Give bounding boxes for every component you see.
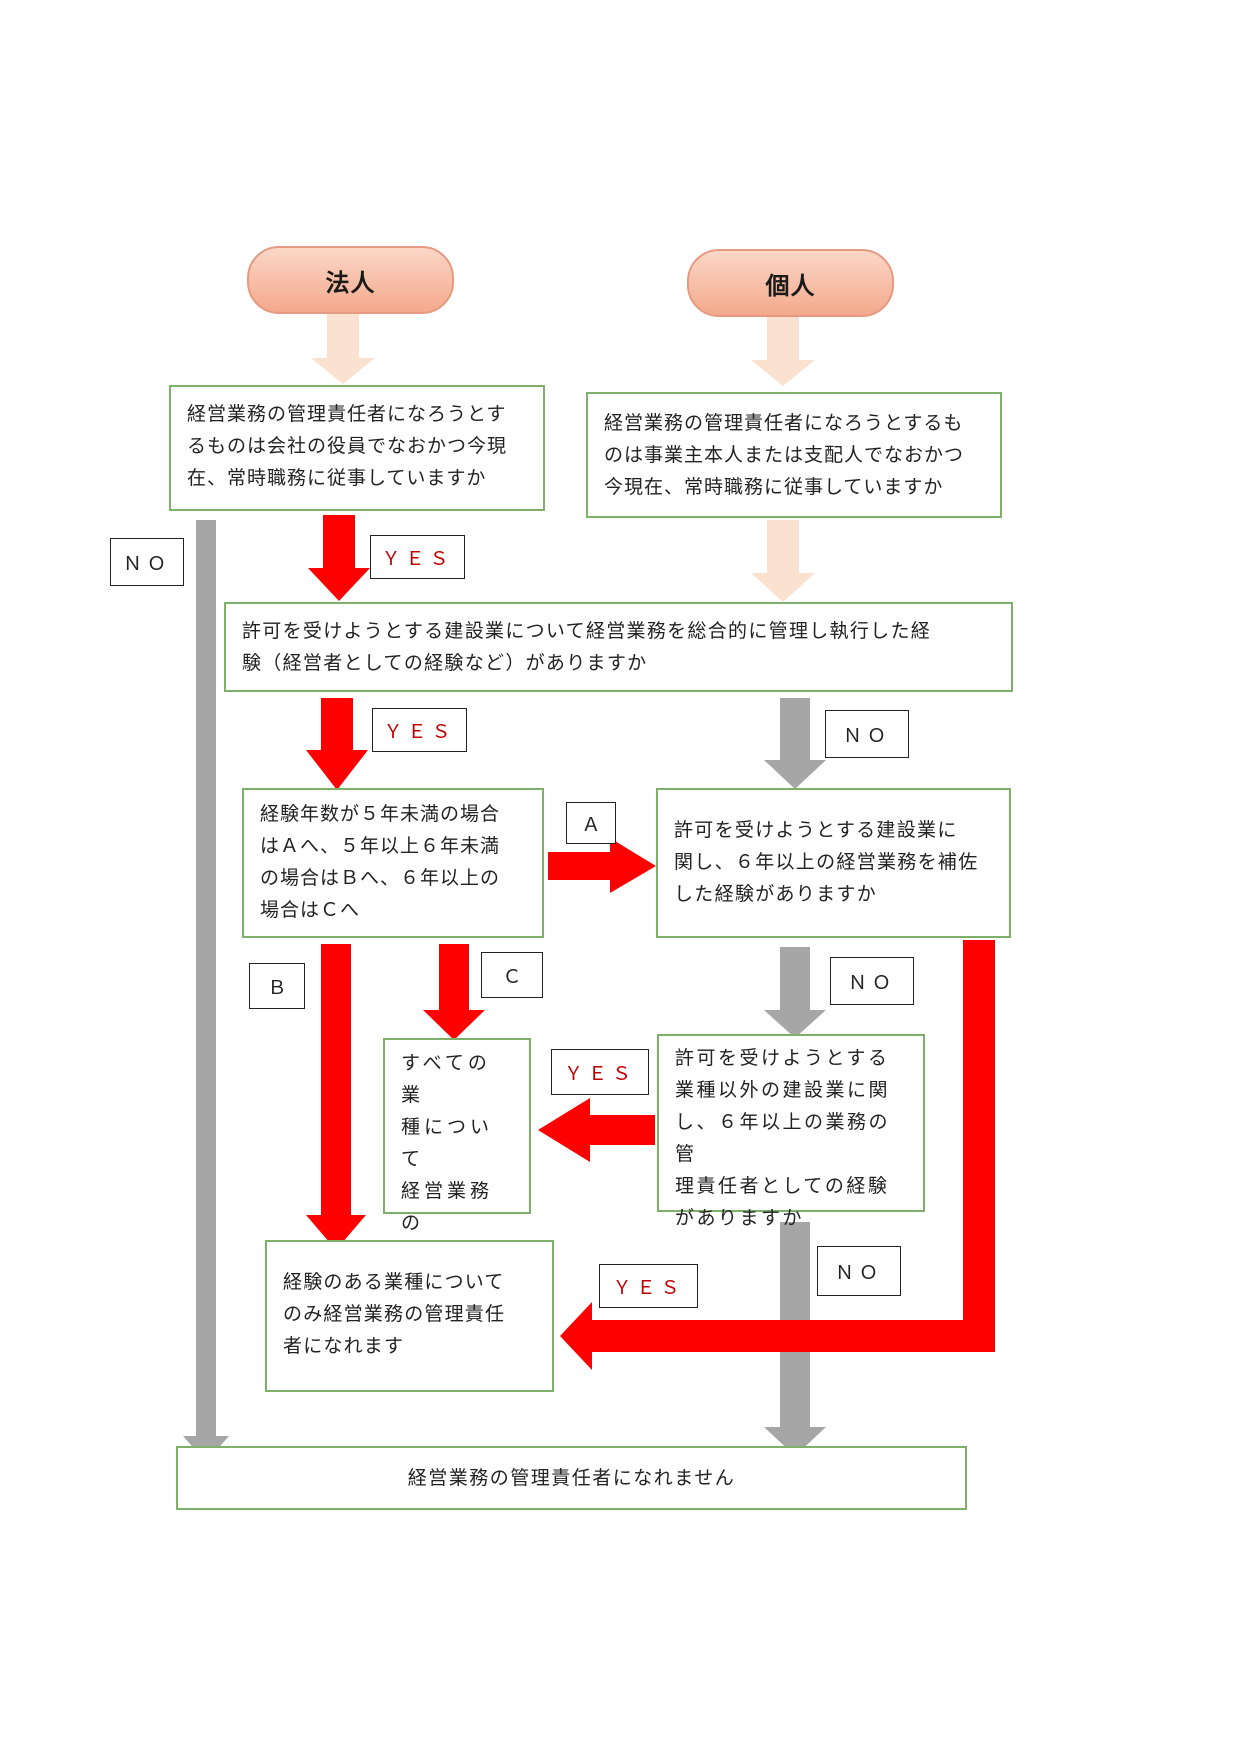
arrow-a <box>548 838 656 893</box>
question-years-split: 経験年数が５年未満の場合 はＡへ、５年以上６年未満 の場合はＢへ、６年以上の 場… <box>242 788 544 938</box>
label-yes-1: ＹＥＳ <box>370 535 465 579</box>
label-c: Ｃ <box>481 952 543 998</box>
label-b: Ｂ <box>249 963 305 1009</box>
arrow-no-2 <box>764 947 826 1038</box>
result-all-industries: すべての業 種について 経営業務の 管理責任者 になれます <box>383 1038 531 1362</box>
question-assist-experience: 許可を受けようとする建設業に 関し、６年以上の経営業務を補佐 した経験があります… <box>656 788 1011 938</box>
arrow-indiv-start <box>751 314 815 386</box>
result-cannot: 経営業務の管理責任者になれません <box>176 1446 967 1510</box>
arrow-c <box>423 944 485 1040</box>
arrow-yes-3 <box>538 1098 655 1162</box>
arrow-corp-start <box>311 314 375 384</box>
label-yes-3: ＹＥＳ <box>551 1049 649 1095</box>
arrow-indiv-to-exp <box>751 520 815 602</box>
question-other-industry: 許可を受けようとする 業種以外の建設業に関 し、６年以上の業務の管 理責任者とし… <box>657 1034 925 1229</box>
arrow-no-mid <box>764 698 826 789</box>
label-yes-4: ＹＥＳ <box>599 1264 698 1308</box>
question-indiv-owner: 経営業務の管理責任者になろうとするも のは事業主本人または支配人でなおかつ 今現… <box>586 392 1002 518</box>
label-no-3: ＮＯ <box>817 1246 901 1296</box>
arrow-yes-1 <box>308 515 370 601</box>
label-no-left: ＮＯ <box>110 538 184 586</box>
question-mgmt-experience: 許可を受けようとする建設業について経営業務を総合的に管理し執行した経 験（経営者… <box>224 602 1013 692</box>
label-no-mid: ＮＯ <box>825 710 909 758</box>
result-experienced-only: 経験のある業種について のみ経営業務の管理責任 者になれます <box>265 1240 554 1392</box>
start-individual: 個人 <box>687 249 894 317</box>
start-corporation: 法人 <box>247 246 454 314</box>
arrow-b <box>306 944 366 1250</box>
label-yes-2: ＹＥＳ <box>372 708 467 752</box>
label-no-2: ＮＯ <box>830 957 914 1005</box>
arrow-yes-4 <box>560 940 995 1370</box>
question-corp-officer: 経営業務の管理責任者になろうとす るものは会社の役員でなおかつ今現 在、常時職務… <box>169 385 545 511</box>
arrow-no-left <box>183 520 229 1462</box>
arrow-yes-2 <box>306 698 368 790</box>
label-a: Ａ <box>566 802 616 844</box>
